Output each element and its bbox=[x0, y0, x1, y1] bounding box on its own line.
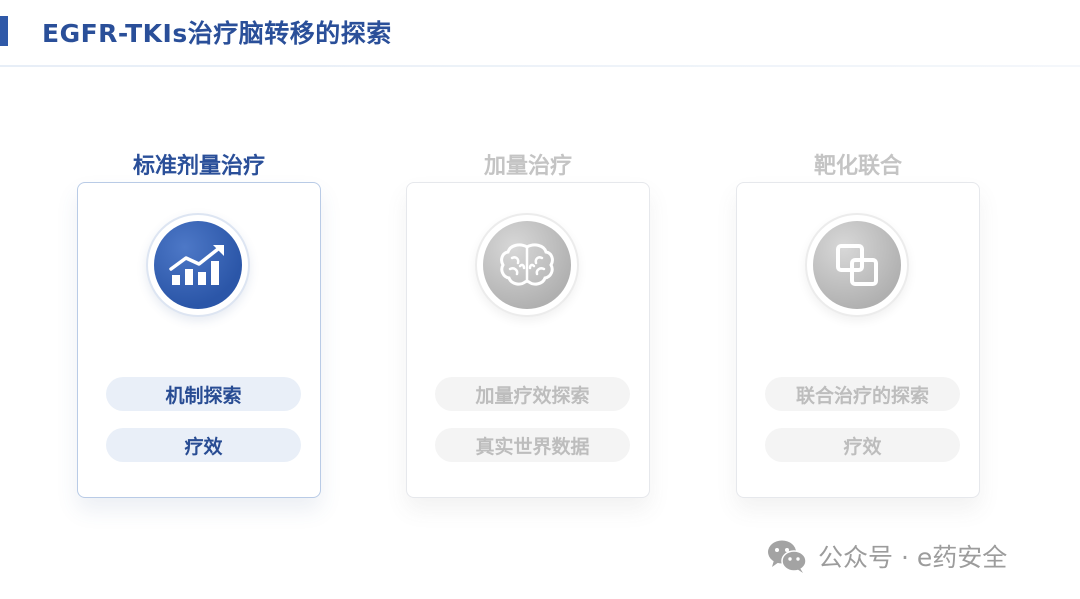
card-standard-dose[interactable]: 机制探索 疗效 bbox=[77, 182, 321, 498]
pill-efficacy[interactable]: 疗效 bbox=[765, 428, 960, 462]
pill-mechanism-exploration[interactable]: 机制探索 bbox=[106, 377, 301, 411]
wechat-icon bbox=[768, 540, 807, 573]
page-title: EGFR-TKIs治疗脑转移的探索 bbox=[42, 19, 392, 48]
pill-combination-exploration[interactable]: 联合治疗的探索 bbox=[765, 377, 960, 411]
pill-real-world-data[interactable]: 真实世界数据 bbox=[435, 428, 630, 462]
header-divider bbox=[0, 65, 1080, 67]
title-accent-bar bbox=[0, 16, 8, 46]
column-heading-standard-dose: 标准剂量治疗 bbox=[132, 154, 265, 179]
icon-ring bbox=[146, 213, 250, 317]
column-heading-targeted-combination: 靶化联合 bbox=[813, 154, 902, 179]
column-heading-dose-escalation: 加量治疗 bbox=[483, 154, 572, 179]
icon-ring bbox=[475, 213, 579, 317]
linked-squares-icon bbox=[813, 221, 901, 309]
icon-ring bbox=[805, 213, 909, 317]
card-dose-escalation[interactable]: 加量疗效探索 真实世界数据 bbox=[406, 182, 650, 498]
pill-dose-efficacy-exploration[interactable]: 加量疗效探索 bbox=[435, 377, 630, 411]
watermark: 公众号 · e药安全 bbox=[766, 538, 1007, 574]
pill-efficacy[interactable]: 疗效 bbox=[106, 428, 301, 462]
growth-chart-icon bbox=[154, 221, 242, 309]
watermark-text: 公众号 · e药安全 bbox=[818, 543, 1008, 572]
brain-icon bbox=[483, 221, 571, 309]
card-targeted-combination[interactable]: 联合治疗的探索 疗效 bbox=[736, 182, 980, 498]
